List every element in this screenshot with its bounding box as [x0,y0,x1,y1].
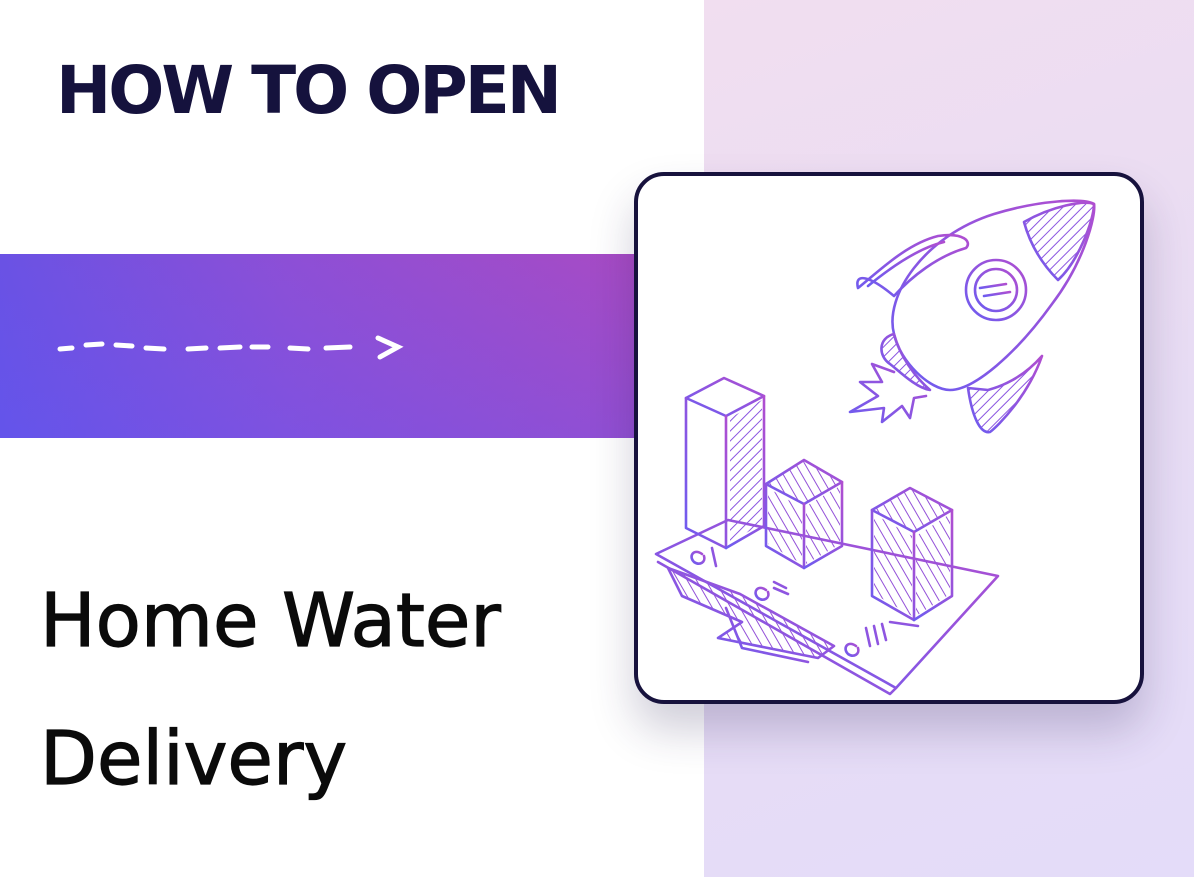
illustration-card [634,172,1144,704]
gradient-band [0,254,640,438]
illustration [654,199,1096,696]
arrow-right-icon [57,335,404,360]
main-title-line2: Delivery [39,715,348,802]
page-heading: HOW TO OPEN [56,52,562,129]
main-title: Home Water Delivery [39,552,501,828]
rocket-icon [848,199,1096,434]
main-title-line1: Home Water [39,577,501,664]
bar-chart-icon [654,376,1000,696]
